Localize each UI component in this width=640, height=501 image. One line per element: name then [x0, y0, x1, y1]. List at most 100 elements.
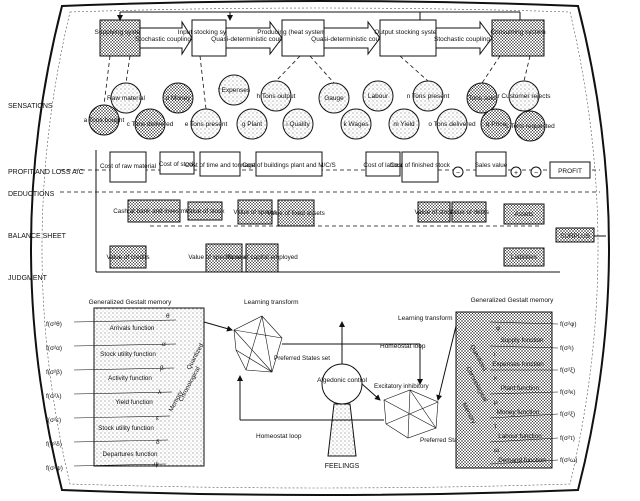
left-f-label: f(σ²ε) — [46, 417, 61, 424]
sensation-tons-delivered-2 — [436, 108, 468, 140]
sensation-tons-delivered — [134, 108, 166, 140]
sensation-tons-output — [260, 80, 292, 112]
bs-label: Value of credits — [107, 254, 150, 261]
judgment-lines — [95, 150, 606, 273]
pl-sales-value — [475, 151, 507, 177]
sensation-label: k Wages — [343, 121, 369, 128]
sensation-label: r Customer rejects — [497, 93, 551, 100]
bs-value-stock-2 — [417, 201, 451, 223]
consuming-system-label: Consuming system — [490, 29, 545, 36]
sensation-label: Tons sold — [468, 95, 496, 102]
bs-fixed-assets — [277, 199, 315, 227]
left-function-label: Yield function — [115, 399, 153, 406]
excitatory-label: Excitatory inhibitory — [374, 383, 429, 390]
sensation-label: o Tons delivered — [428, 121, 476, 128]
left-f-label: f(σ²β) — [46, 369, 62, 376]
sensation-label: Raw material — [107, 95, 145, 102]
left-f-label: f(σ²α) — [46, 345, 62, 352]
output-stocking-box — [379, 19, 437, 57]
sensations-row: a Tons bought Raw material c Tons delive… — [84, 74, 555, 142]
pl-label: Cost of time and tonnage — [185, 162, 256, 169]
left-memory-panel — [93, 307, 205, 467]
pl-label: Cost of labour — [363, 162, 402, 169]
sensation-label: q Price — [486, 121, 507, 128]
left-greek: ε — [156, 415, 159, 422]
pl-cost-labour — [365, 151, 401, 177]
right-state-network — [383, 389, 439, 439]
right-function-label: Supply function — [500, 337, 544, 344]
operator-minus-1 — [452, 166, 464, 178]
sensation-wages — [340, 108, 372, 140]
bs-capital-employed — [245, 243, 279, 273]
top-chain: Supplying system Stochastic coupling Inp… — [95, 11, 546, 57]
sensation-label: a Tons bought — [84, 117, 125, 124]
pl-profit — [549, 161, 591, 179]
right-f-label: f(σ²ξ) — [560, 411, 575, 418]
left-f-label: f(σ²λ) — [46, 393, 62, 400]
consuming-system-box — [491, 19, 545, 57]
pl-cost-time-tonnage — [199, 151, 241, 177]
sensation-label: d Money — [166, 95, 192, 102]
preferred-states-left: Preferred States set — [274, 355, 330, 362]
bs-label: Value of stock — [185, 208, 225, 215]
feelings-label: FEELINGS — [325, 463, 360, 470]
algedonic-stem — [327, 403, 357, 457]
sensation-label: e Tons present — [185, 121, 228, 128]
bs-value-credits — [109, 245, 147, 269]
bs-value-stock — [187, 201, 223, 221]
row-label-balance-sheet: BALANCE SHEET — [8, 233, 67, 240]
left-function-label: Activity function — [108, 375, 152, 382]
left-function-label: Stock utility function — [98, 425, 154, 432]
pl-label: Cost of raw material — [100, 163, 156, 170]
bs-value-debts — [451, 201, 487, 223]
row-label-judgment: JUDGMENT — [8, 275, 48, 282]
quasi-coupling-1-arrow — [225, 20, 283, 56]
sensation-price — [480, 108, 512, 140]
preferred-states-right: Preferred States set — [420, 437, 476, 444]
sensation-tons-requested — [514, 110, 546, 142]
right-function-label: Expenses function — [492, 361, 544, 368]
pl-label: Cost of finished stock — [390, 162, 451, 169]
sensation-label: n Tons present — [407, 93, 450, 100]
operator-plus — [510, 166, 522, 178]
homeostat-loop-bottom: Homeostat loop — [256, 433, 302, 440]
row-label-deductions: DEDUCTIONS — [8, 191, 55, 198]
operator-label: − — [534, 170, 538, 177]
pl-cost-finished-stock — [401, 151, 439, 183]
right-function-label: Money function — [497, 409, 540, 416]
producing-label: Producing (heat system to cool) — [257, 29, 348, 36]
right-function-label: Plant function — [501, 385, 540, 392]
right-greek: μ — [494, 399, 498, 406]
row-labels: SENSATIONS PROFIT AND LOSS A/C DEDUCTION… — [8, 103, 84, 282]
row-label-profit-loss: PROFIT AND LOSS A/C — [8, 169, 84, 176]
sensation-label: c Tons delivered — [127, 121, 174, 128]
bs-label: Cash at bank and investment — [113, 208, 195, 215]
bs-assets — [503, 203, 545, 225]
right-function-label: Labour function — [498, 433, 542, 440]
quasi-coupling-2-arrow — [323, 20, 381, 56]
sensation-expenses — [218, 74, 250, 106]
sensation-label: h Tons output — [257, 93, 296, 100]
right-f-label: f(σ²ι) — [560, 345, 574, 352]
balance-sheet-row: Cash at bank and investment Value of sto… — [107, 199, 595, 273]
sensation-label: m Yield — [393, 121, 415, 128]
stochastic-coupling-2-arrow — [435, 20, 493, 56]
bs-label: Liabilities — [511, 254, 537, 261]
bs-liabilities — [503, 247, 545, 267]
right-greek: ω — [494, 447, 499, 454]
coupling-2-label: Quasi-deterministic coupling — [211, 36, 293, 43]
coupling-3-label: Quasi-deterministic coupling — [311, 36, 393, 43]
pl-cost-raw-material — [109, 151, 147, 183]
center-network: Learning transform Preferred States set … — [203, 299, 476, 470]
right-function-label: Demand function — [498, 457, 546, 464]
sensation-money — [162, 82, 194, 114]
right-f-label: f(σ²φ) — [560, 321, 577, 328]
pl-label: Sales value — [475, 162, 508, 169]
sensation-labour — [362, 80, 394, 112]
bs-label: Value of stock — [414, 209, 454, 216]
learning-transform-right: Learning transform — [398, 315, 453, 322]
bs-surplus — [555, 227, 595, 243]
input-stocking-label: Input stocking system — [178, 29, 241, 36]
coupling-4-label: Stochastic coupling — [434, 36, 490, 43]
